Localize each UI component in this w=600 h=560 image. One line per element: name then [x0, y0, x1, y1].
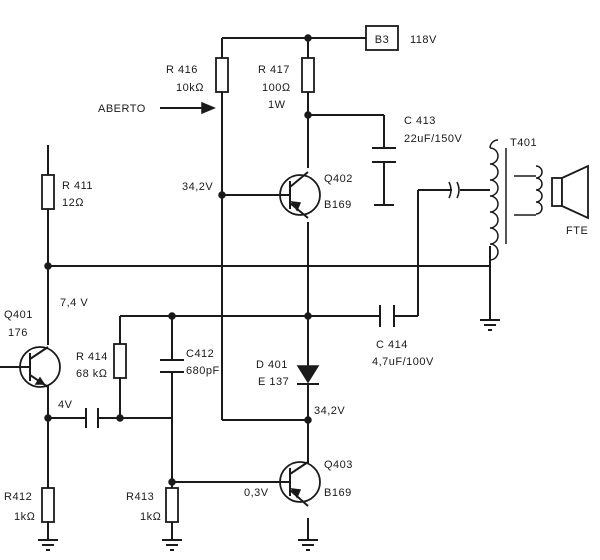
power-voltage: 118V [410, 34, 437, 46]
r413-value: 1kΩ [140, 511, 162, 523]
junction-dots [44, 34, 312, 486]
t401-primary-coil [489, 139, 499, 261]
junction [44, 414, 52, 422]
transistor-q402: 34,2V Q402 B169 [182, 171, 353, 219]
junction [168, 478, 176, 486]
power-box [365, 25, 399, 51]
capacitor-c413: C 413 22uF/150V [372, 115, 462, 163]
junction [218, 191, 226, 199]
input-arrow-head [201, 101, 216, 115]
ground-icon [38, 539, 58, 551]
resistor-r414: R 414 68 kΩ [76, 343, 127, 380]
wiring [0, 37, 536, 540]
r414-ref: R 414 [76, 351, 108, 363]
q403-emitter-arrow [290, 488, 302, 499]
r411-value: 12Ω [62, 197, 84, 209]
ground-icon [480, 319, 500, 331]
c413-ref: C 413 [404, 115, 436, 127]
power-source-b3: B3 118V [365, 25, 437, 51]
resistor-r417: R 417 100Ω 1W [258, 57, 315, 111]
d401-body [296, 365, 320, 384]
r412-body [41, 487, 55, 523]
q401-collector-lead [29, 346, 49, 360]
q403-collector-lead [289, 461, 309, 475]
q401-ref: Q401 [4, 309, 33, 321]
q401-collector-voltage: 7,4 V [60, 297, 88, 309]
ground-icon [162, 539, 182, 551]
wire-crossing-mark [448, 181, 460, 199]
c414-value: 4,7uF/100V [372, 356, 434, 368]
d401-cathode-voltage: 34,2V [314, 405, 345, 417]
junction [304, 312, 312, 320]
junction [304, 416, 312, 424]
r416-ref: R 416 [166, 64, 198, 76]
transistor-q401: Q401 176 7,4 V 4V [4, 297, 88, 411]
q401-emitter-voltage: 4V [58, 399, 73, 411]
q402-type: B169 [324, 199, 352, 211]
d401-type: E 137 [258, 376, 289, 388]
q401-emitter-arrow [34, 376, 46, 385]
r412-value: 1kΩ [14, 511, 36, 523]
power-name: B3 [375, 34, 389, 46]
r417-body [301, 57, 315, 93]
q402-ref: Q402 [324, 173, 353, 185]
c414-ref: C 414 [376, 339, 408, 351]
r417-power: 1W [268, 99, 286, 111]
r411-body [41, 174, 55, 210]
q403-emitter-lead [289, 489, 309, 507]
speaker-fte: FTE [535, 164, 589, 237]
ground-symbols [38, 319, 500, 551]
c412-ref: C412 [186, 348, 214, 360]
junction [304, 111, 312, 119]
speaker-coil [535, 165, 543, 215]
capacitor-coupling [85, 408, 99, 428]
resistor-r413: R413 1kΩ [126, 487, 179, 523]
d401-ref: D 401 [256, 359, 288, 371]
resistor-r411: R 411 12Ω [41, 174, 93, 210]
q403-type: B169 [324, 487, 352, 499]
crossing-arc-right [456, 181, 460, 199]
r417-value: 100Ω [262, 82, 291, 94]
r417-ref: R 417 [258, 64, 290, 76]
crossing-arc-left [448, 181, 452, 199]
transistor-q403: Q403 B169 0,3V [244, 459, 353, 507]
r414-value: 68 kΩ [76, 368, 108, 380]
junction [168, 312, 176, 320]
q402-base-voltage: 34,2V [182, 181, 213, 193]
speaker-label: FTE [566, 225, 588, 237]
diode-d401: D 401 E 137 34,2V [256, 348, 345, 417]
r412-ref: R412 [4, 491, 32, 503]
r414-body [113, 343, 127, 379]
ground-icon [298, 539, 318, 551]
capacitor-c412: C412 680pF [160, 348, 220, 377]
r411-ref: R 411 [62, 180, 93, 192]
r416-body [215, 57, 229, 93]
t401-ref: T401 [510, 137, 537, 149]
q402-collector-lead [289, 171, 309, 188]
capacitor-c414: C 414 4,7uF/100V [372, 305, 434, 368]
q402-emitter-arrow [290, 201, 302, 212]
resistor-r416: R 416 10kΩ [166, 57, 229, 94]
junction [44, 262, 52, 270]
resistor-r412: R412 1kΩ [4, 487, 55, 523]
speaker-magnet [551, 177, 563, 207]
input-label: ABERTO [98, 103, 146, 115]
r413-ref: R413 [126, 491, 154, 503]
junction [304, 34, 312, 42]
r416-value: 10kΩ [176, 82, 204, 94]
c412-value: 680pF [186, 365, 220, 377]
q402-emitter-lead [289, 202, 309, 219]
q403-ref: Q403 [324, 459, 353, 471]
c413-value: 22uF/150V [404, 133, 462, 145]
q401-type: 176 [8, 327, 28, 339]
junction [116, 414, 124, 422]
transformer-t401: T401 [489, 137, 537, 261]
speaker-cone [561, 164, 589, 220]
q403-base-voltage: 0,3V [244, 487, 269, 499]
r413-body [165, 487, 179, 523]
